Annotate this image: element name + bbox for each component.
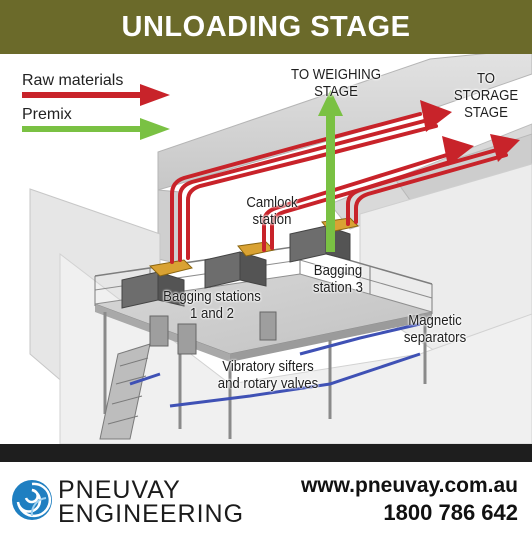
plant-diagram: Raw materials Premix TO WEIGHING STAGE T… <box>0 54 532 444</box>
pneuvay-swirl-logo-icon <box>12 480 52 520</box>
brand-name-line1: PNEUVAY <box>58 476 181 504</box>
legend-raw-materials-arrow <box>22 84 170 106</box>
callout-to-storage-stage: TO STORAGE STAGE <box>453 70 519 121</box>
callout-magnetic-separators: Magnetic separators <box>403 312 467 346</box>
callout-to-weighing-stage: TO WEIGHING STAGE <box>291 66 381 100</box>
callout-vibratory-sifters: Vibratory sifters and rotary valves <box>217 358 319 392</box>
footer: PNEUVAY ENGINEERING www.pneuvay.com.au 1… <box>0 462 532 538</box>
callout-bagging-stations-1-2: Bagging stations 1 and 2 <box>163 288 261 322</box>
legend-premix-arrow <box>22 118 170 140</box>
brand-name-line2: ENGINEERING <box>58 500 245 528</box>
legend-premix-label: Premix <box>22 106 72 123</box>
title-banner: UNLOADING STAGE <box>0 0 532 54</box>
storage-arrowheads <box>420 100 520 166</box>
page-title: UNLOADING STAGE <box>121 10 411 43</box>
vibratory-sifters <box>149 311 277 355</box>
legend-raw-materials-label: Raw materials <box>22 72 124 89</box>
phone-number[interactable]: 1800 786 642 <box>383 500 518 525</box>
premix-arrow-to-weighing <box>318 90 343 252</box>
plant-illustration <box>22 54 532 444</box>
website-link[interactable]: www.pneuvay.com.au <box>300 474 518 497</box>
callout-bagging-station-3: Bagging station 3 <box>313 262 363 296</box>
floor-conveying-lines <box>129 322 421 408</box>
raw-material-pipes <box>170 112 508 264</box>
callout-camlock-station: Camlock station <box>246 194 298 228</box>
footer-divider <box>0 444 532 462</box>
